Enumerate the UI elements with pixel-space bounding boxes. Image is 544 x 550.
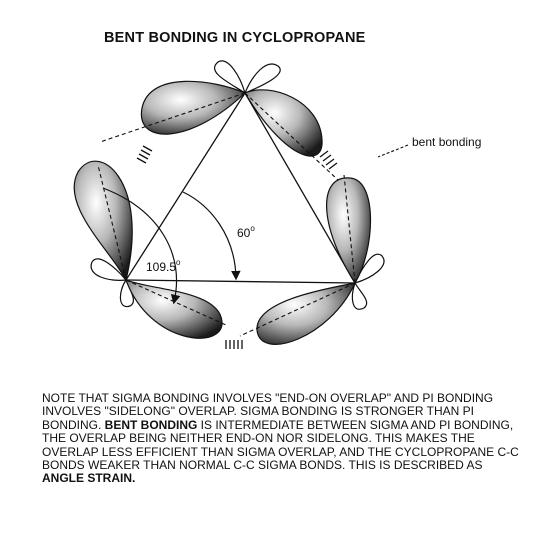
overlap-hatch-bottom [225, 340, 243, 349]
small-back-lobes [90, 60, 385, 310]
axis-top-left [99, 92, 246, 143]
back-lobe-right-1 [353, 253, 385, 284]
bent-bonding-pointer [377, 144, 409, 158]
overlap-hatch-right [319, 150, 338, 170]
note-text-2: IS INTERMEDIATE BETWEEN SIGMA AND PI BON… [42, 417, 519, 473]
triangle-skeleton [125, 92, 356, 284]
axis-bottom-right [239, 282, 356, 337]
back-lobe-top-left [214, 60, 247, 95]
orbital-lobe-bottom-right [256, 282, 357, 345]
triangle-edge-left [125, 92, 246, 281]
orbital-lobes [73, 80, 372, 345]
orbital-axes [97, 92, 356, 337]
note-bold-bent-bonding: BENT BONDING [104, 417, 198, 432]
back-lobe-top-right [243, 63, 281, 95]
axis-left [97, 164, 127, 281]
angle-arc-109 [102, 187, 181, 305]
triangle-edge-right [244, 92, 356, 284]
angle-109-label: 109.5o [146, 258, 181, 274]
page-title: BENT BONDING IN CYCLOPROPANE [104, 30, 366, 46]
overlap-hatches [136, 145, 338, 349]
back-lobe-left-1 [90, 258, 128, 281]
cyclopropane-orbital-diagram: 60o 109.5o bent bonding [73, 60, 481, 349]
back-lobe-right-2 [351, 281, 368, 310]
angle-arc-60 [182, 191, 241, 281]
axis-bottom-left [125, 279, 227, 326]
angle-60-label: 60o [237, 224, 255, 240]
axis-top-right [244, 92, 339, 181]
orbital-lobe-top-right [244, 89, 323, 157]
overlap-hatch-left [136, 145, 153, 164]
explanation-note: NOTE THAT SIGMA BONDING INVOLVES "END-ON… [42, 391, 522, 486]
orbital-lobe-top-left [140, 80, 247, 135]
note-text-1: NOTE THAT SIGMA BONDING INVOLVES "END-ON… [42, 391, 494, 432]
orbital-lobe-left [73, 160, 133, 282]
orbital-lobe-bottom-left [124, 278, 223, 339]
triangle-edge-bottom [125, 279, 356, 284]
note-bold-angle-strain: ANGLE STRAIN. [42, 471, 136, 486]
bent-bonding-label: bent bonding [412, 135, 481, 149]
orbital-lobe-right [326, 177, 372, 285]
